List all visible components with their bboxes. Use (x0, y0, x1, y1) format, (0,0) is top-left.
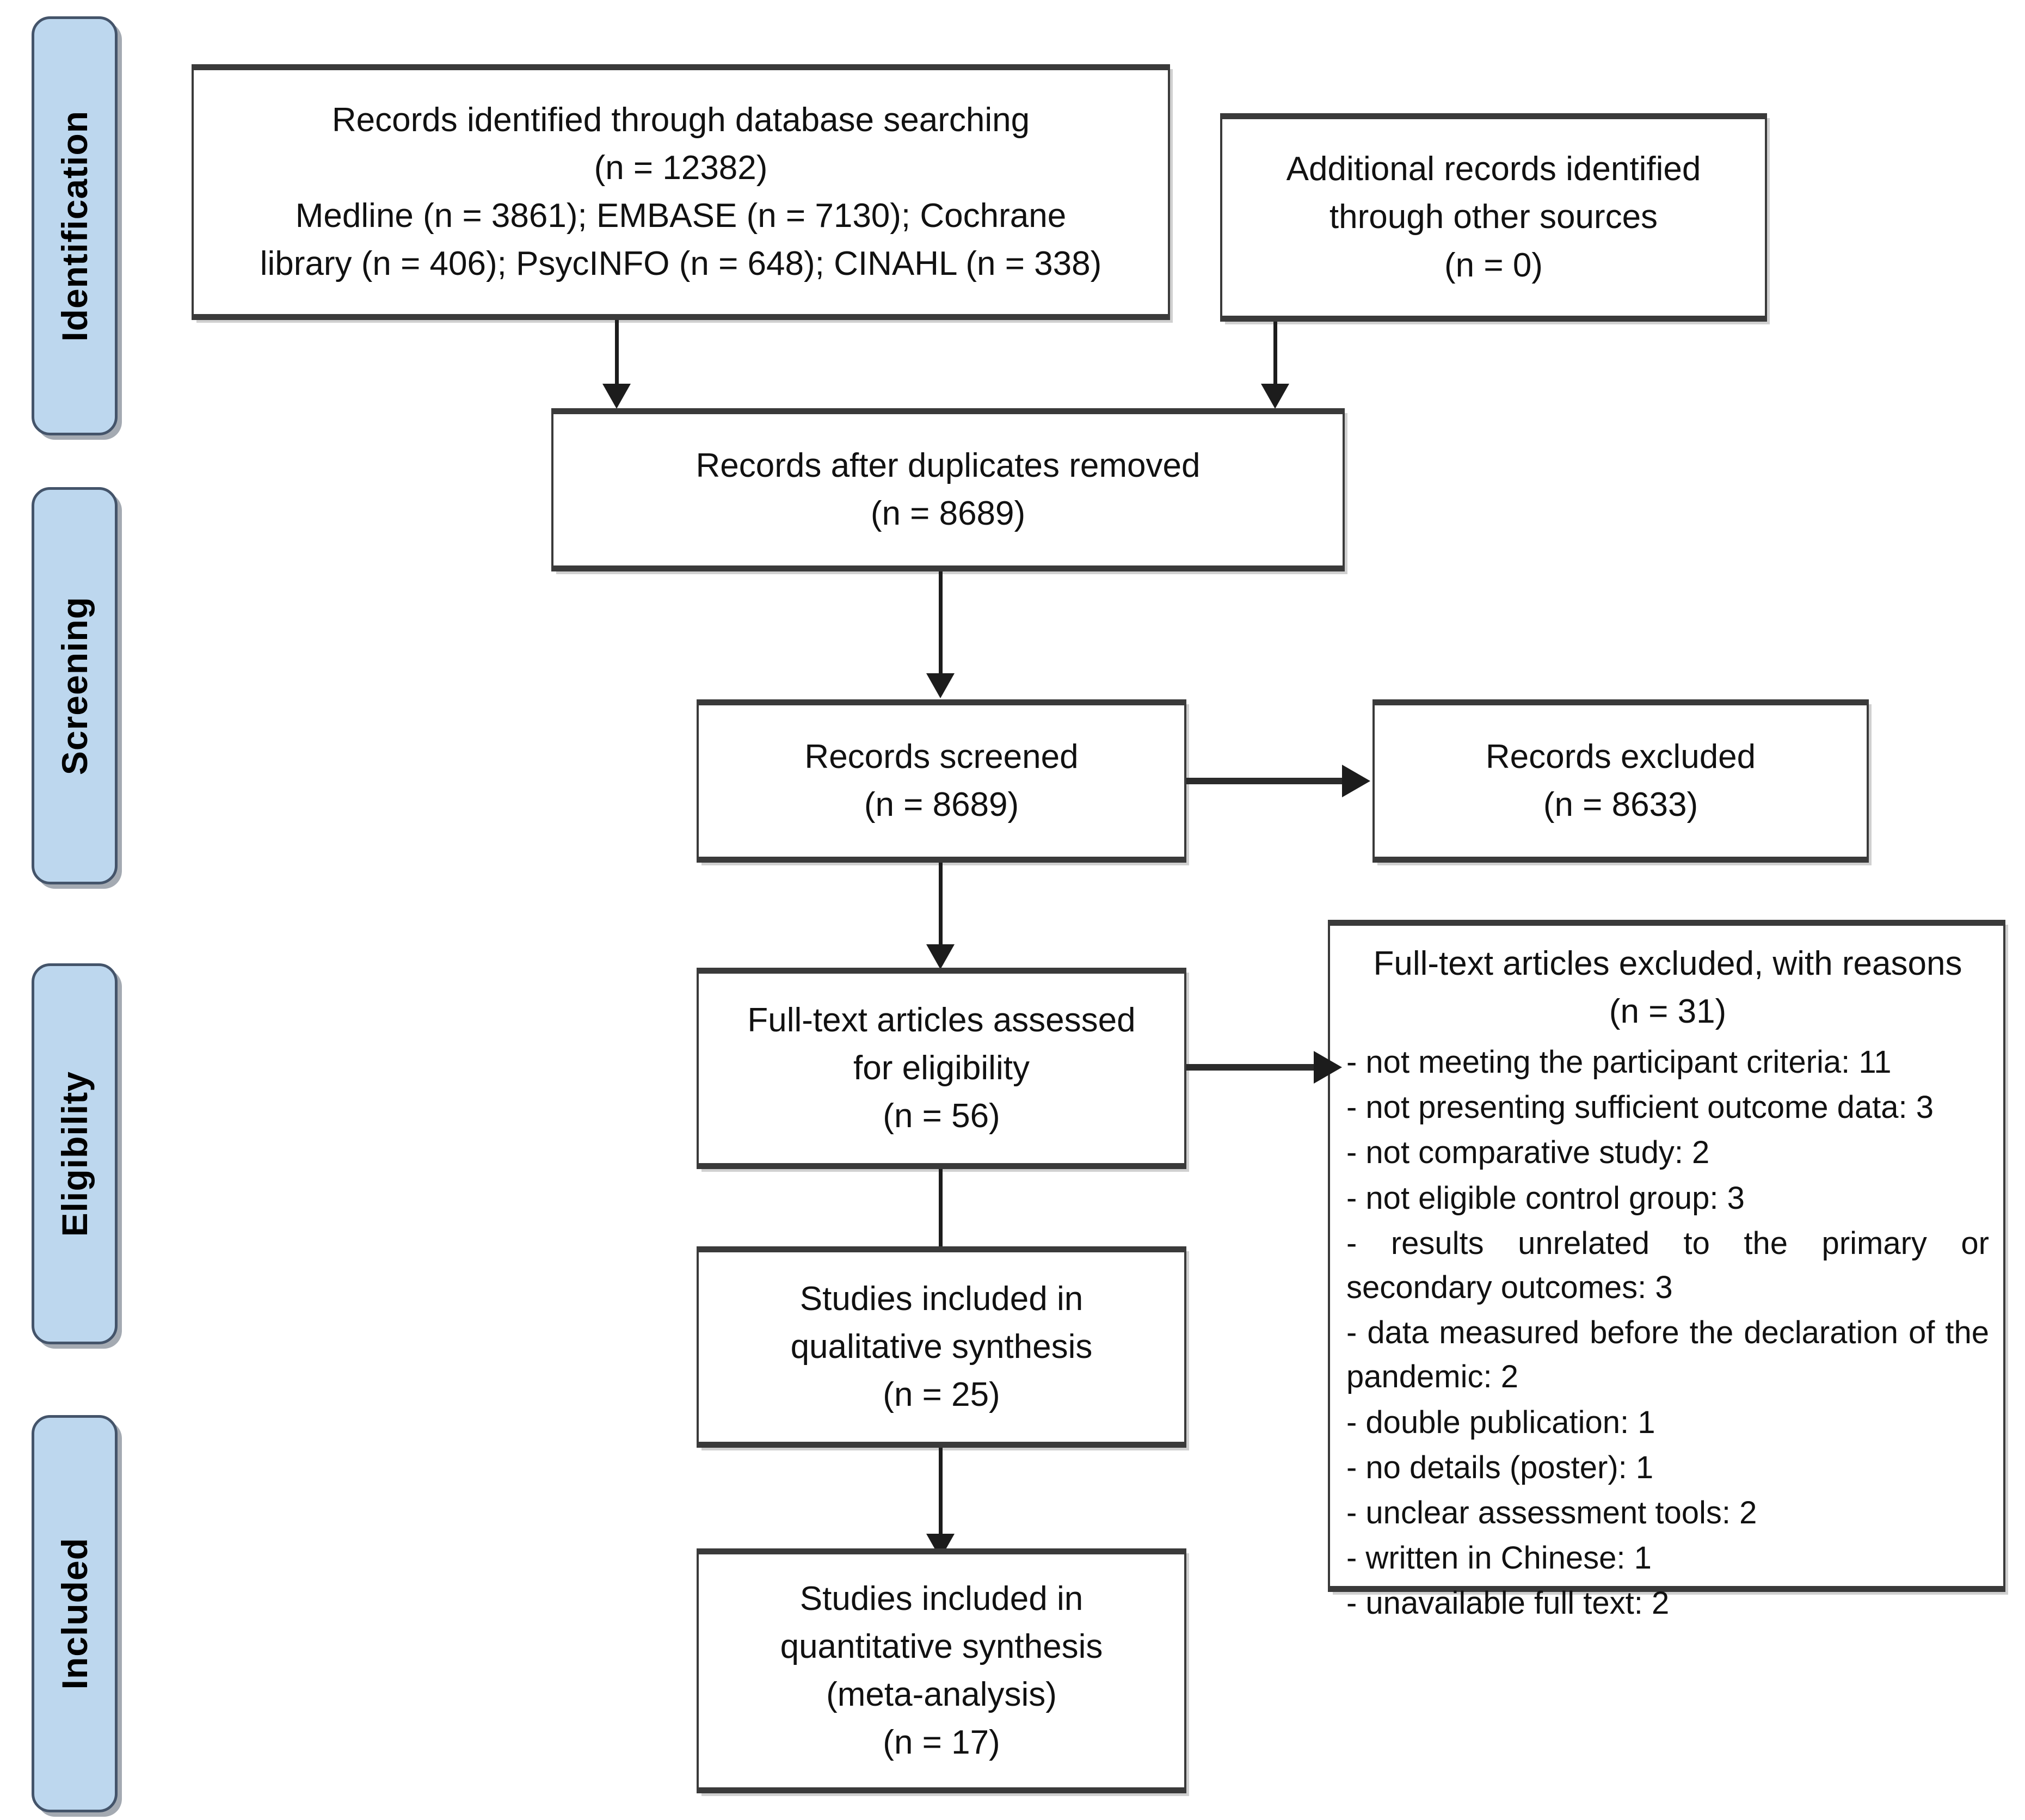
exclusion-reason-item: - not presenting sufficient outcome data… (1346, 1090, 1934, 1126)
connector-qualitative-to-quantitative (939, 1448, 943, 1548)
exclusion-reason-item: - not eligible control group: 3 (1346, 1180, 1745, 1216)
box-additional-records-other-sources: Additional records identified through ot… (1220, 113, 1767, 322)
box-line: (n = 12382) (594, 149, 768, 187)
exclusion-reason-item: - no details (poster): 1 (1346, 1449, 1654, 1485)
connector-screened-to-fulltext (939, 863, 943, 958)
box-line: library (n = 406); PsycINFO (n = 648); C… (260, 245, 1102, 283)
box-records-screened: Records screened (n = 8689) (697, 699, 1186, 863)
box-records-identified-database-searching: Records identified through database sear… (192, 64, 1170, 320)
exclusion-reason-item: - written in Chinese: 1 (1346, 1540, 1652, 1576)
exclusion-reason-item: - unclear assessment tools: 2 (1346, 1495, 1757, 1530)
exclusion-reason-item: - not meeting the participant criteria: … (1346, 1044, 1892, 1080)
connector-fulltext-to-excluded-reasons (1186, 1064, 1317, 1071)
stage-pill-eligibility: Eligibility (32, 963, 118, 1344)
exclusion-reason-item: - double publication: 1 (1346, 1404, 1655, 1440)
box-line: for eligibility (853, 1049, 1030, 1087)
stage-label-identification: Identification (54, 110, 95, 342)
box-line: (n = 25) (883, 1376, 1000, 1414)
box-records-after-duplicates-removed: Records after duplicates removed (n = 86… (551, 408, 1345, 571)
box-line: (n = 17) (883, 1724, 1000, 1762)
connector-screened-to-excluded (1186, 778, 1344, 784)
exclusion-reasons-list: - not meeting the participant criteria: … (1346, 1040, 1989, 1626)
exclusion-reason-item: - data measured before the declaration o… (1346, 1315, 1989, 1395)
stage-pill-screening: Screening (32, 487, 118, 884)
exclusion-reason-item: - results unrelated to the primary or se… (1346, 1225, 1989, 1305)
arrowhead-other-to-duplicates (1261, 384, 1289, 409)
arrowhead-screened-to-fulltext (926, 944, 955, 969)
box-line: (n = 8689) (864, 786, 1019, 823)
reasons-header-count: (n = 31) (1609, 993, 1727, 1031)
box-line: through other sources (1329, 198, 1658, 236)
box-line: (meta-analysis) (826, 1676, 1057, 1713)
box-records-excluded: Records excluded (n = 8633) (1372, 699, 1869, 863)
arrowhead-screened-to-excluded (1342, 765, 1370, 797)
arrowhead-fulltext-to-excluded-reasons (1314, 1051, 1342, 1084)
box-line: qualitative synthesis (790, 1327, 1093, 1366)
box-line: Records screened (804, 737, 1079, 776)
box-line: (n = 8689) (870, 495, 1026, 532)
stage-pill-included: Included (32, 1415, 118, 1812)
box-fulltext-articles-assessed: Full-text articles assessed for eligibil… (697, 968, 1186, 1169)
box-line: Records identified through database sear… (331, 101, 1030, 139)
arrowhead-duplicates-to-screened (926, 673, 955, 698)
connector-duplicates-to-screened (939, 571, 943, 683)
box-line: (n = 0) (1444, 246, 1543, 284)
stage-label-eligibility: Eligibility (54, 1071, 95, 1237)
box-line: Medline (n = 3861); EMBASE (n = 7130); C… (295, 197, 1067, 235)
box-line: Studies included in (799, 1280, 1084, 1318)
connector-db-to-duplicates (615, 320, 619, 393)
box-line: Additional records identified (1286, 150, 1701, 188)
box-line: Records after duplicates removed (695, 446, 1201, 484)
box-line: Records excluded (1485, 737, 1756, 776)
reasons-header-line: Full-text articles excluded, with reason… (1373, 945, 1962, 982)
exclusion-reason-item: - not comparative study: 2 (1346, 1135, 1710, 1171)
box-line: Full-text articles assessed (747, 1001, 1136, 1039)
box-line: quantitative synthesis (780, 1627, 1103, 1665)
box-line: Studies included in (799, 1579, 1084, 1618)
connector-other-to-duplicates (1273, 322, 1277, 393)
box-line: (n = 56) (883, 1097, 1000, 1135)
box-studies-quantitative-synthesis: Studies included in quantitative synthes… (697, 1548, 1186, 1793)
arrowhead-db-to-duplicates (602, 384, 631, 409)
stage-label-included: Included (54, 1538, 95, 1690)
exclusion-reason-item: - unavailable full text: 2 (1346, 1585, 1670, 1621)
connector-fulltext-to-qualitative (939, 1169, 943, 1272)
box-fulltext-articles-excluded-with-reasons: Full-text articles excluded, with reason… (1328, 920, 2005, 1621)
box-line: (n = 8633) (1543, 786, 1698, 823)
stage-label-screening: Screening (54, 596, 95, 776)
stage-pill-identification: Identification (32, 16, 118, 435)
box-studies-qualitative-synthesis: Studies included in qualitative synthesi… (697, 1246, 1186, 1448)
